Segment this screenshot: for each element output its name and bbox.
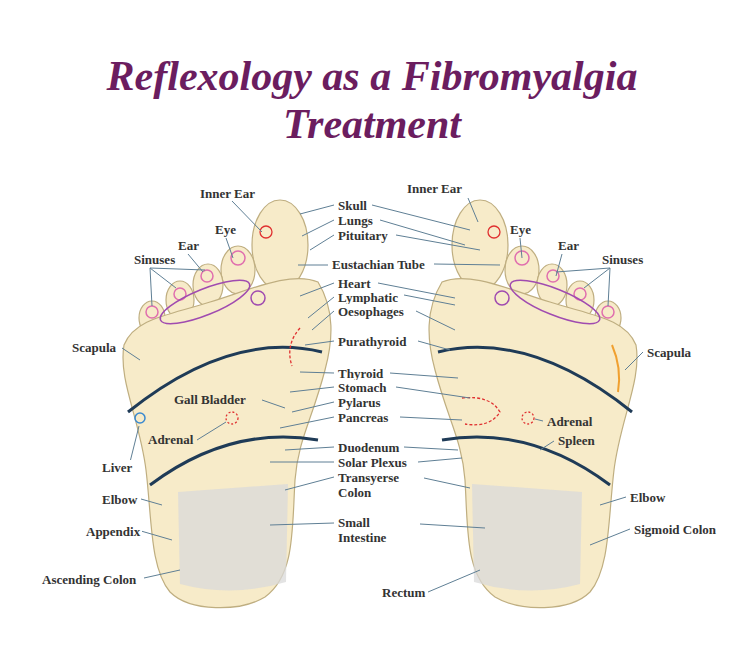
part-label: Stomach — [336, 380, 388, 395]
part-label: Inner Ear — [405, 181, 464, 196]
part-label: Eustachian Tube — [330, 257, 427, 272]
part-label: Adrenal — [146, 432, 195, 447]
part-label: Gall Bladder — [172, 392, 248, 407]
part-label: Rectum — [380, 585, 427, 600]
part-label: Transyerse Colon — [336, 470, 420, 500]
part-label: Pituitary — [336, 228, 390, 243]
part-label: Solar Plexus — [336, 455, 409, 470]
diagram-title: Reflexology as a Fibromyalgia Treatment — [102, 52, 642, 148]
part-label: Liver — [100, 460, 134, 475]
part-label: Thyroid — [336, 366, 385, 381]
part-label: Appendix — [84, 524, 142, 539]
leader-lines — [122, 198, 643, 592]
part-label: Ascending Colon — [40, 572, 138, 587]
part-label: Pancreas — [336, 410, 390, 425]
part-label: Pylarus — [336, 395, 383, 410]
part-label: Oesophages — [336, 304, 406, 319]
part-label: Sinuses — [600, 252, 645, 267]
organ-mark — [462, 398, 500, 425]
part-label: Eye — [508, 222, 533, 237]
organ-mark — [226, 412, 238, 424]
part-label: Elbow — [100, 492, 139, 507]
organ-mark — [612, 345, 619, 392]
part-label: Lungs — [336, 213, 375, 228]
part-label: Sigmoid Colon — [632, 522, 718, 537]
part-label: Adrenal — [545, 414, 594, 429]
part-label: Heart — [336, 276, 372, 291]
part-label: Inner Ear — [198, 186, 257, 201]
organ-mark — [135, 413, 145, 423]
part-label: Scapula — [645, 345, 693, 360]
part-label: Eye — [213, 222, 238, 237]
part-label: Lymphatic — [336, 290, 400, 305]
part-label: Small Intestine — [336, 515, 420, 545]
part-label: Spleen — [556, 433, 597, 448]
part-label: Sinuses — [132, 252, 177, 267]
part-label: Duodenum — [336, 440, 401, 455]
part-label: Ear — [176, 238, 201, 253]
organ-mark — [522, 412, 534, 424]
part-label: Scapula — [70, 340, 118, 355]
part-label: Purathyroid — [336, 334, 408, 349]
organ-mark — [290, 328, 300, 366]
part-label: Skull — [336, 198, 369, 213]
left-foot — [123, 200, 331, 608]
part-label: Ear — [556, 238, 581, 253]
part-label: Elbow — [628, 490, 667, 505]
